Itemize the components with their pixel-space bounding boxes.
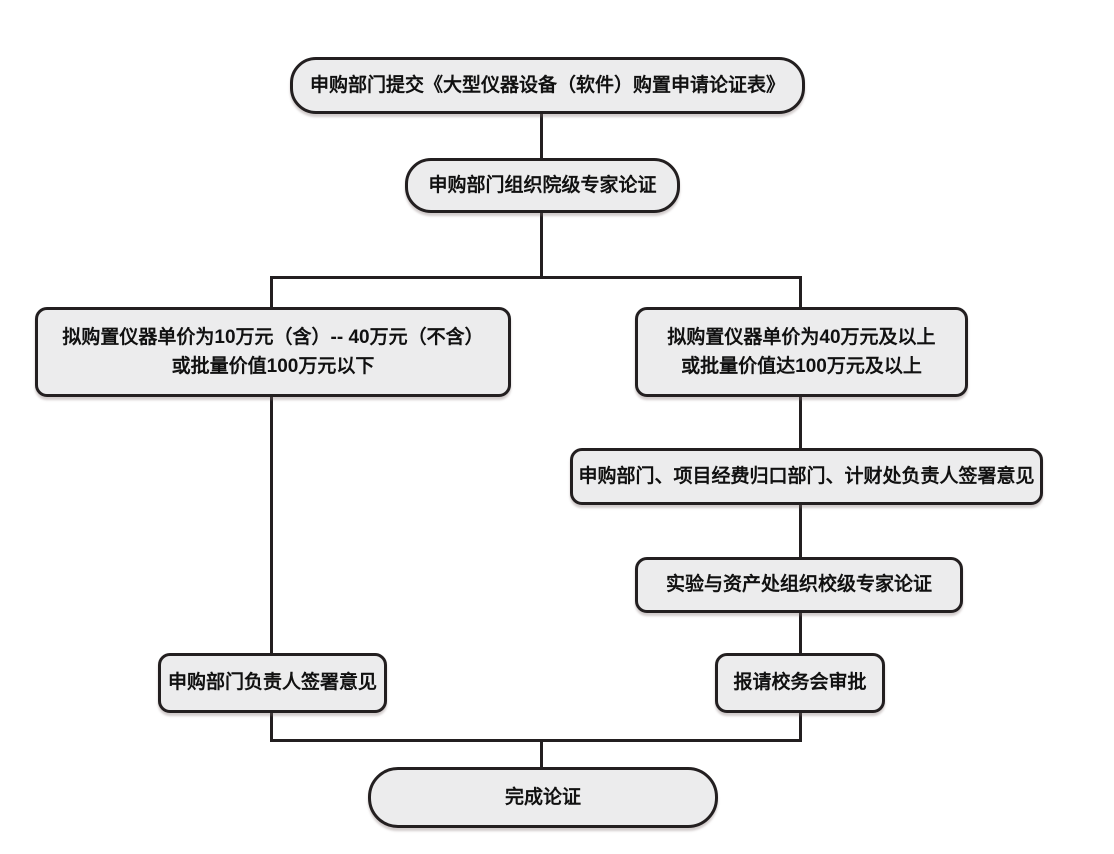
node-complete-review: 完成论证 xyxy=(368,767,718,828)
connector-dept-sign-to-school-expert xyxy=(799,502,802,560)
node-complete-review-label: 完成论证 xyxy=(504,786,581,808)
node-low-price-branch-line1: 拟购置仪器单价为10万元（含）-- 40万元（不含） xyxy=(62,326,484,348)
node-high-price-branch-line2: 或批量价值达100万元及以上 xyxy=(681,356,922,377)
node-school-council-approval-label: 报请校务会审批 xyxy=(733,672,867,694)
node-submit-application: 申购部门提交《大型仪器设备（软件）购置申请论证表》 xyxy=(290,57,805,114)
node-departments-sign-opinions: 申购部门、项目经费归口部门、计财处负责人签署意见 xyxy=(570,448,1043,505)
node-school-expert-review: 实验与资产处组织校级专家论证 xyxy=(635,557,963,613)
node-dept-head-sign: 申购部门负责人签署意见 xyxy=(158,653,387,713)
connector-college-review-to-branch xyxy=(540,210,543,279)
node-departments-sign-opinions-label: 申购部门、项目经费归口部门、计财处负责人签署意见 xyxy=(578,465,1035,487)
connector-branch-to-low-price xyxy=(270,276,273,309)
node-high-price-branch-line1: 拟购置仪器单价为40万元及以上 xyxy=(667,326,936,348)
node-school-expert-review-label: 实验与资产处组织校级专家论证 xyxy=(665,574,932,596)
node-dept-head-sign-label: 申购部门负责人签署意见 xyxy=(167,672,377,694)
connector-branch-to-high-price xyxy=(799,276,802,309)
connector-merge-horizontal xyxy=(270,739,802,742)
connector-branch-horizontal xyxy=(270,276,802,279)
node-college-expert-review-label: 申购部门组织院级专家论证 xyxy=(428,174,657,196)
node-low-price-branch-line2: 或批量价值100万元以下 xyxy=(171,356,375,377)
connector-dept-head-sign-to-merge xyxy=(270,711,273,742)
node-high-price-branch: 拟购置仪器单价为40万元及以上 或批量价值达100万元及以上 xyxy=(635,307,968,397)
connector-low-price-to-dept-head-sign xyxy=(270,395,273,655)
connector-submit-to-college-review xyxy=(540,112,543,160)
connector-merge-to-complete xyxy=(540,739,543,770)
connector-high-price-to-dept-sign xyxy=(799,395,802,450)
node-school-council-approval: 报请校务会审批 xyxy=(715,653,885,713)
node-submit-application-label: 申购部门提交《大型仪器设备（软件）购置申请论证表》 xyxy=(309,74,785,96)
node-low-price-branch: 拟购置仪器单价为10万元（含）-- 40万元（不含） 或批量价值100万元以下 xyxy=(35,307,511,397)
node-college-expert-review: 申购部门组织院级专家论证 xyxy=(405,158,680,213)
connector-council-to-merge xyxy=(799,711,802,742)
connector-school-expert-to-council xyxy=(799,611,802,655)
